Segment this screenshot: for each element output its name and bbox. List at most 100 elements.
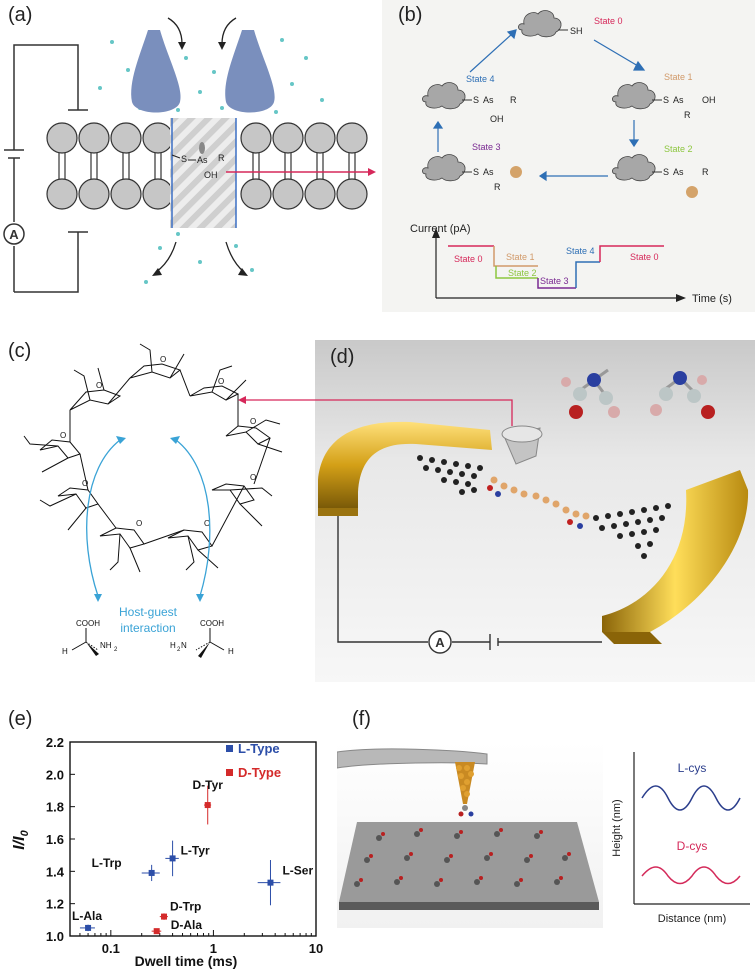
trace-level-label-5: State 0 [630, 252, 659, 262]
panel-label-f: (f) [352, 708, 371, 730]
nanopore-channel [170, 118, 236, 228]
graphene-right [593, 503, 671, 559]
ammeter-d-icon [428, 630, 452, 654]
guest-molecule-left: COOH H NH 2 [62, 619, 118, 656]
ammeter-icon [3, 223, 25, 245]
svg-text:O: O [160, 355, 166, 364]
y-tick-label: 1.6 [46, 832, 64, 847]
svg-text:S: S [473, 167, 479, 177]
svg-text:O: O [250, 417, 256, 426]
svg-text:S: S [181, 154, 187, 164]
l-cys-label: L-cys [678, 761, 707, 775]
d-cys-label: D-cys [677, 839, 708, 853]
point-label: L-Ser [282, 864, 313, 878]
ammeter-label: A [9, 227, 19, 242]
cyclodextrin-atoms: OOO OOO OOO [60, 355, 256, 528]
x-tick-label: 10 [309, 941, 323, 956]
point-marker [204, 802, 211, 809]
svg-text:R: R [702, 167, 709, 177]
y-tick-label: 1.0 [46, 929, 64, 944]
svg-text:As: As [197, 155, 208, 165]
panel-label-d: (d) [330, 346, 355, 368]
state-1-label: State 1 [664, 72, 693, 82]
state-1-molecule: S As OH R State 1 [611, 72, 716, 120]
panel-label-b: (b) [398, 4, 423, 26]
legend-marker-l [226, 745, 233, 752]
state-0-molecule: SH State 0 [517, 10, 623, 38]
svg-text:SH: SH [570, 26, 583, 36]
svg-text:O: O [60, 431, 66, 440]
point-marker [153, 928, 160, 935]
point-marker [148, 869, 155, 876]
lipid-bilayer-right [240, 122, 368, 210]
right-electrode [602, 470, 749, 632]
svg-text:OH: OH [204, 170, 218, 180]
panel-a-diagram: A [3, 17, 376, 293]
profile-xlabel: Distance (nm) [658, 913, 726, 925]
trace-level-label-4: State 4 [566, 246, 595, 256]
point-label: L-Tyr [181, 843, 210, 857]
svg-text:R: R [494, 182, 501, 192]
x-axis-label: Dwell time (ms) [135, 953, 238, 969]
panel-c-diagram: OOO OOO OOO Host-guest interaction COOH … [23, 343, 283, 658]
molecular-wire [487, 476, 590, 529]
y-axis-label: I/I0 [11, 829, 31, 849]
host-guest-arrows [86, 439, 211, 597]
panel-d-background [315, 340, 755, 682]
arsenic-linker: S As R OH [171, 142, 225, 180]
circuit [4, 44, 88, 293]
x-tick-label: 1 [210, 941, 217, 956]
svg-text:O: O [250, 473, 256, 482]
svg-text:H: H [62, 647, 68, 656]
left-electrode [318, 421, 492, 508]
point-marker [161, 913, 168, 920]
panel-f-afm [337, 748, 599, 910]
y-tick-label: 1.4 [46, 864, 65, 879]
d-cys-trace [641, 866, 741, 885]
data-point: D-Tyr [192, 778, 223, 825]
data-point: L-Ser [257, 860, 313, 906]
svg-text:I/I0: I/I0 [11, 829, 31, 849]
svg-text:O: O [82, 479, 88, 488]
data-point: L-Ala [72, 909, 102, 932]
svg-text:S: S [473, 95, 479, 105]
svg-text:2: 2 [177, 647, 181, 653]
interaction-label-2: interaction [120, 621, 175, 635]
trace-level-label-0: State 0 [454, 254, 483, 264]
data-point: D-Trp [159, 900, 201, 920]
ammeter-d-label: A [435, 635, 445, 650]
adsorbed-molecules [354, 831, 568, 887]
y-tick-label: 1.2 [46, 897, 64, 912]
panel-d-diagram: A [238, 368, 749, 654]
current-trace: Current (pA) Time (s) State 0 State 1 St… [410, 223, 732, 305]
trace-xlabel: Time (s) [692, 293, 732, 305]
panel-label-a: (a) [8, 4, 33, 26]
chart-legend: L-Type D-Type [226, 741, 281, 780]
svg-text:As: As [483, 95, 494, 105]
panel-b-diagram: SH State 0 S As OH R State 1 S As R Stat… [410, 10, 732, 305]
svg-text:COOH: COOH [200, 619, 224, 628]
svg-text:As: As [673, 95, 684, 105]
svg-text:OH: OH [702, 95, 716, 105]
svg-text:2: 2 [114, 647, 118, 653]
substrate [339, 822, 599, 902]
svg-text:O: O [204, 519, 210, 528]
point-label: D-Tyr [192, 778, 223, 792]
svg-text:S: S [663, 95, 669, 105]
trace-level-label-2: State 2 [508, 268, 537, 278]
cycle-arrows [432, 29, 646, 182]
state-3-label: State 3 [472, 142, 501, 152]
interaction-label-1: Host-guest [119, 605, 178, 619]
state-0-label: State 0 [594, 16, 623, 26]
svg-text:R: R [218, 153, 225, 163]
data-point: L-Trp [92, 856, 160, 882]
svg-text:O: O [136, 519, 142, 528]
svg-text:O: O [96, 381, 102, 390]
svg-text:H: H [170, 641, 176, 650]
panel-f-profile: Height (nm) Distance (nm) L-cys D-cys [611, 752, 750, 925]
y-tick-label: 2.2 [46, 735, 64, 750]
panel-label-e: (e) [8, 708, 33, 730]
y-tick-label: 2.0 [46, 767, 64, 782]
point-label: D-Ala [171, 918, 203, 932]
